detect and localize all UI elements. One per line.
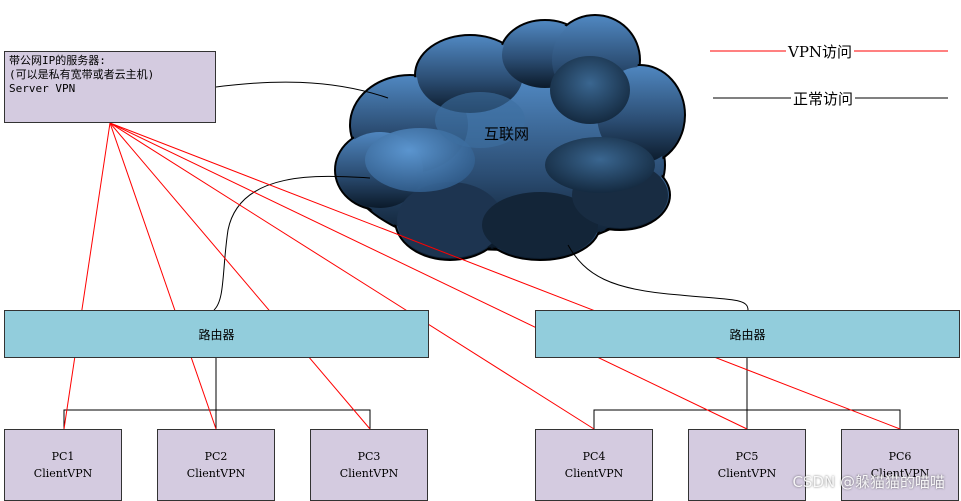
pc2-box: PC2 ClientVPN bbox=[157, 429, 275, 501]
router2-to-internet-link bbox=[567, 244, 749, 311]
pc2-name: PC2 bbox=[204, 450, 228, 463]
pc1-box: PC1 ClientVPN bbox=[4, 429, 122, 501]
vpn-link-pc5 bbox=[109, 122, 748, 430]
pc1-name: PC1 bbox=[51, 450, 75, 463]
pc5-box: PC5 ClientVPN bbox=[688, 429, 806, 501]
pc5-client: ClientVPN bbox=[717, 467, 777, 480]
pc6-name: PC6 bbox=[888, 450, 912, 463]
vpn-link-pc3 bbox=[109, 122, 371, 430]
vpn-link-pc4 bbox=[109, 122, 595, 430]
internet-label: 互联网 bbox=[484, 125, 530, 143]
router2-pc-bus bbox=[593, 409, 901, 429]
router-2: 路由器 bbox=[535, 310, 960, 358]
legend-vpn-label: VPN访问 bbox=[786, 41, 855, 62]
server-subtitle: (可以是私有宽带或者云主机) bbox=[9, 68, 155, 81]
pc3-name: PC3 bbox=[357, 450, 381, 463]
server-role: Server VPN bbox=[9, 82, 76, 95]
normal-links bbox=[63, 81, 901, 429]
pc3-box: PC3 ClientVPN bbox=[310, 429, 428, 501]
pc6-box: PC6 ClientVPN bbox=[841, 429, 959, 501]
server-to-internet-link bbox=[215, 81, 389, 99]
pc2-client: ClientVPN bbox=[186, 467, 246, 480]
router-1-label: 路由器 bbox=[198, 327, 235, 342]
vpn-link-pc1 bbox=[63, 122, 111, 430]
pc4-name: PC4 bbox=[582, 450, 606, 463]
vpn-server-box: 带公网IP的服务器: (可以是私有宽带或者云主机) Server VPN bbox=[4, 51, 216, 123]
vpn-link-pc2 bbox=[109, 122, 217, 430]
router1-pc-bus bbox=[63, 409, 371, 429]
pc3-client: ClientVPN bbox=[339, 467, 399, 480]
router-2-label: 路由器 bbox=[729, 327, 766, 342]
pc5-name: PC5 bbox=[735, 450, 759, 463]
internet-cloud-icon bbox=[334, 14, 686, 261]
pc6-client: ClientVPN bbox=[870, 467, 930, 480]
watermark: CSDN @躲猫猫的喵喵 bbox=[792, 473, 945, 491]
vpn-link-pc6 bbox=[109, 122, 901, 430]
pc4-client: ClientVPN bbox=[564, 467, 624, 480]
pc4-box: PC4 ClientVPN bbox=[535, 429, 653, 501]
vpn-links bbox=[63, 122, 901, 430]
pc1-client: ClientVPN bbox=[33, 467, 93, 480]
server-title: 带公网IP的服务器: bbox=[9, 54, 106, 67]
router-1: 路由器 bbox=[4, 310, 429, 358]
router1-to-internet-link bbox=[213, 175, 371, 311]
legend-normal-label: 正常访问 bbox=[791, 88, 856, 109]
